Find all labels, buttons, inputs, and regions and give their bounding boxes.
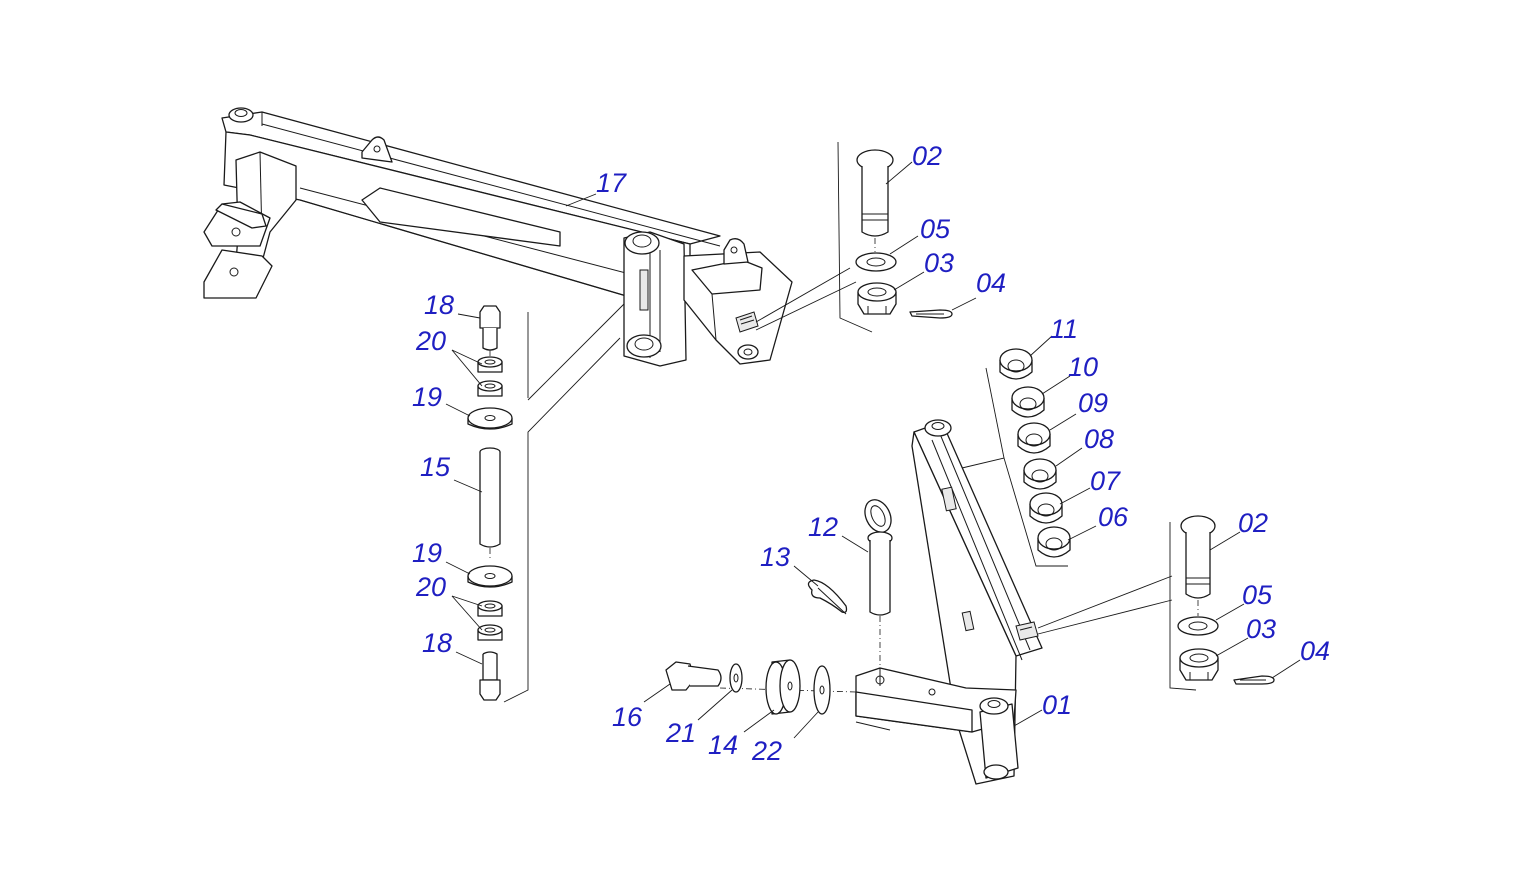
label-08: 08 (1084, 424, 1114, 454)
label-03-upper: 03 (924, 248, 954, 278)
label-21: 21 (665, 718, 696, 748)
label-16: 16 (612, 702, 643, 732)
label-07: 07 (1090, 466, 1121, 496)
label-18-top: 18 (424, 290, 454, 320)
label-02-upper: 02 (912, 141, 942, 171)
label-04-lower: 04 (1300, 636, 1330, 666)
label-04-upper: 04 (976, 268, 1006, 298)
part-labels: 17 02 05 03 04 11 10 09 08 07 06 02 05 0… (412, 141, 1330, 766)
label-02-lower: 02 (1238, 508, 1268, 538)
left-pivot-assembly (467, 303, 625, 703)
label-20-top: 20 (415, 326, 446, 356)
label-03-lower: 03 (1246, 614, 1276, 644)
label-01: 01 (1042, 690, 1072, 720)
bushing-stack (961, 348, 1071, 567)
part-17-upper-arm (203, 107, 793, 367)
label-19-bottom: 19 (412, 538, 442, 568)
label-06: 06 (1098, 502, 1129, 532)
lower-pin-assembly (1037, 515, 1275, 691)
roller-assembly (665, 659, 857, 715)
label-11: 11 (1050, 314, 1078, 344)
label-12: 12 (808, 512, 838, 542)
label-10: 10 (1068, 352, 1098, 382)
label-15: 15 (420, 452, 451, 482)
pin-12-clip-13 (807, 499, 893, 668)
label-13: 13 (760, 542, 790, 572)
label-18-bottom: 18 (422, 628, 452, 658)
label-05-upper: 05 (920, 214, 951, 244)
label-22: 22 (751, 736, 782, 766)
label-05-lower: 05 (1242, 580, 1273, 610)
label-17: 17 (596, 168, 627, 198)
label-09: 09 (1078, 388, 1108, 418)
label-20-bottom: 20 (415, 572, 446, 602)
part-01-lower-arm (855, 419, 1043, 785)
label-19-top: 19 (412, 382, 442, 412)
leader-lines (445, 161, 1301, 739)
label-14: 14 (708, 730, 738, 760)
upper-pin-assembly (755, 141, 953, 333)
